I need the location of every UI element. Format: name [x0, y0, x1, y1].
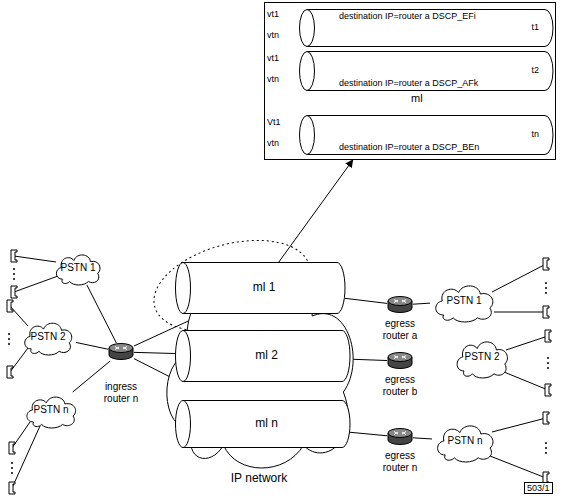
node-text: ml n: [179, 417, 354, 431]
node-text: egress router b: [375, 374, 425, 397]
node-text: ingress router n: [96, 381, 146, 404]
router-icon: [387, 296, 413, 314]
ellipsis-dot: [545, 442, 547, 444]
connector: [413, 438, 432, 439]
ellipsis-dot: [8, 338, 10, 340]
connector: [345, 298, 387, 303]
router: egress router n: [370, 428, 430, 480]
ellipsis-dot: [13, 268, 15, 270]
node-text: t1: [531, 22, 539, 32]
ellipsis-dot: [545, 452, 547, 454]
ellipsis-dot: [11, 472, 13, 474]
node-text: ml 2: [179, 349, 354, 363]
bearer-tube: ml 1: [175, 262, 345, 314]
connector: [350, 432, 387, 435]
node-text: ml: [411, 92, 423, 105]
bearer-tube: ml 2: [175, 330, 350, 382]
node-text: destination IP=router a DSCP_AFk: [339, 78, 478, 88]
pstn-cloud: PSTN 1: [430, 280, 498, 322]
channel-label: vtn: [267, 30, 279, 40]
wire: [14, 256, 56, 262]
wire: [492, 264, 546, 292]
connector: [350, 359, 387, 360]
telephone-icon: [9, 482, 15, 494]
pstn-cloud: PSTN n: [432, 420, 498, 462]
ellipsis-dot: [13, 278, 15, 280]
ellipsis-dot: [545, 292, 547, 294]
telephone-icon: [545, 384, 551, 396]
router-icon: [387, 428, 413, 446]
channel-label: vt1: [267, 9, 279, 19]
node-text: PSTN 2: [452, 351, 512, 363]
ellipsis-dot: [13, 273, 15, 275]
telephone-icon: [7, 366, 13, 378]
telephone-icon: [9, 442, 15, 454]
wire: [12, 426, 40, 488]
connector: [413, 303, 430, 304]
inset-box: mldestination IP=router a DSCP_EFit1dest…: [264, 2, 556, 160]
bearer-tube: ml n: [175, 400, 350, 448]
bearer-tube: destination IP=router a DSCP_AFk t2: [299, 51, 553, 91]
node-text: destination IP=router a DSCP_BEn: [339, 142, 479, 152]
connector: [87, 285, 117, 343]
node-text: t2: [531, 65, 539, 75]
router: ingress router n: [90, 343, 152, 409]
wire: [492, 418, 546, 432]
ellipsis-dot: [8, 333, 10, 335]
ellipsis-dot: [545, 447, 547, 449]
ellipsis-dot: [547, 362, 549, 364]
telephone-icon: [11, 250, 17, 262]
pstn-cloud: PSTN 2: [20, 318, 76, 355]
wire: [504, 372, 548, 390]
node-text: PSTN n: [432, 435, 498, 447]
wire: [506, 336, 548, 350]
node-text: egress router n: [375, 450, 425, 473]
channel-label: vtn: [267, 138, 279, 148]
ellipsis-dot: [545, 287, 547, 289]
telephone-icon: [543, 306, 549, 318]
node-text: destination IP=router a DSCP_EFi: [339, 11, 476, 21]
node-text: PSTN 1: [430, 295, 498, 307]
ellipsis-dot: [8, 343, 10, 345]
ellipsis-dot: [11, 462, 13, 464]
wire: [494, 312, 546, 313]
node-text: PSTN 1: [52, 262, 104, 274]
connector: [73, 361, 110, 392]
router-icon: [387, 352, 413, 370]
pstn-cloud: PSTN n: [22, 392, 80, 428]
bearer-tube: destination IP=router a DSCP_BEn tn: [299, 115, 553, 155]
node-text: ml 1: [179, 281, 349, 295]
node-text: PSTN 2: [20, 331, 76, 343]
ellipsis-dot: [547, 367, 549, 369]
telephone-icon: [11, 286, 17, 298]
ip-network-cloud: IP network ml 1 ml 2 ml n: [148, 240, 370, 490]
figure-number: 503/1: [524, 482, 553, 494]
ellipsis-dot: [11, 467, 13, 469]
channel-label: Vt1: [267, 117, 281, 127]
ellipsis-dot: [545, 282, 547, 284]
node-text: tn: [531, 129, 539, 139]
connector: [134, 352, 175, 353]
pstn-cloud: PSTN 1: [52, 250, 104, 285]
wire: [490, 456, 546, 478]
wire: [10, 306, 28, 326]
telephone-icon: [7, 300, 13, 312]
router: egress router a: [370, 296, 430, 348]
telephone-icon: [543, 258, 549, 270]
connector: [279, 160, 353, 262]
telephone-icon: [543, 412, 549, 424]
node-text: IP network: [148, 472, 370, 486]
ellipsis-dot: [547, 357, 549, 359]
bearer-tube: destination IP=router a DSCP_EFi t1: [299, 9, 553, 47]
telephone-icon: [545, 330, 551, 342]
router: egress router b: [370, 352, 430, 404]
pstn-cloud: PSTN 2: [452, 336, 512, 378]
channel-label: vtn: [267, 74, 279, 84]
router-icon: [108, 343, 134, 361]
node-text: PSTN n: [22, 404, 80, 416]
connector: [76, 342, 108, 349]
wire: [14, 276, 58, 292]
channel-label: vt1: [267, 53, 279, 63]
node-text: egress router a: [375, 318, 425, 341]
